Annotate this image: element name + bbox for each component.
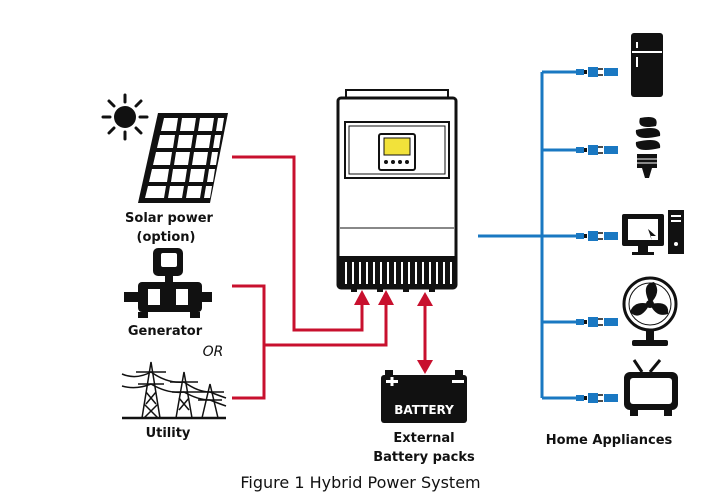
solar-option-label: (option) — [137, 230, 196, 245]
generator-label: Generator — [128, 324, 203, 339]
figure-caption: Figure 1 Hybrid Power System — [240, 473, 481, 492]
inverter-icon — [336, 89, 458, 292]
battery-box-label: BATTERY — [394, 403, 454, 417]
plug-icons — [576, 67, 618, 403]
solar-label: Solar power — [125, 211, 214, 226]
utility-wire — [232, 345, 266, 400]
fridge-icon — [631, 33, 663, 97]
tv-icon — [624, 359, 678, 416]
lightbulb-icon — [635, 117, 661, 178]
plug-icon — [576, 393, 618, 403]
or-label: OR — [203, 344, 224, 360]
plug-icon — [576, 317, 618, 327]
input-arrowheads — [354, 290, 433, 374]
plug-icon — [576, 145, 618, 155]
utility-label: Utility — [146, 426, 191, 441]
fan-icon — [622, 276, 678, 346]
battery-arrow-down — [417, 360, 433, 374]
input-wiring — [232, 155, 427, 400]
appliances-label: Home Appliances — [546, 433, 673, 448]
generator-icon — [124, 248, 212, 318]
solar-arrow — [354, 290, 370, 305]
output-wiring — [478, 70, 576, 400]
generator-arrow — [378, 290, 394, 305]
battery-arrow-up — [417, 292, 433, 306]
utility-tower-icon — [121, 361, 227, 420]
battery-icon: BATTERY — [381, 370, 467, 423]
sun-icon — [101, 93, 149, 141]
plug-icon — [576, 67, 618, 77]
battery-label-line1: External — [393, 431, 454, 446]
battery-label-line2: Battery packs — [373, 450, 475, 465]
computer-icon — [622, 210, 684, 255]
plug-icon — [576, 231, 618, 241]
vent-grill — [338, 256, 456, 288]
solar-panel-icon — [138, 113, 228, 203]
solar-wire — [232, 155, 364, 332]
